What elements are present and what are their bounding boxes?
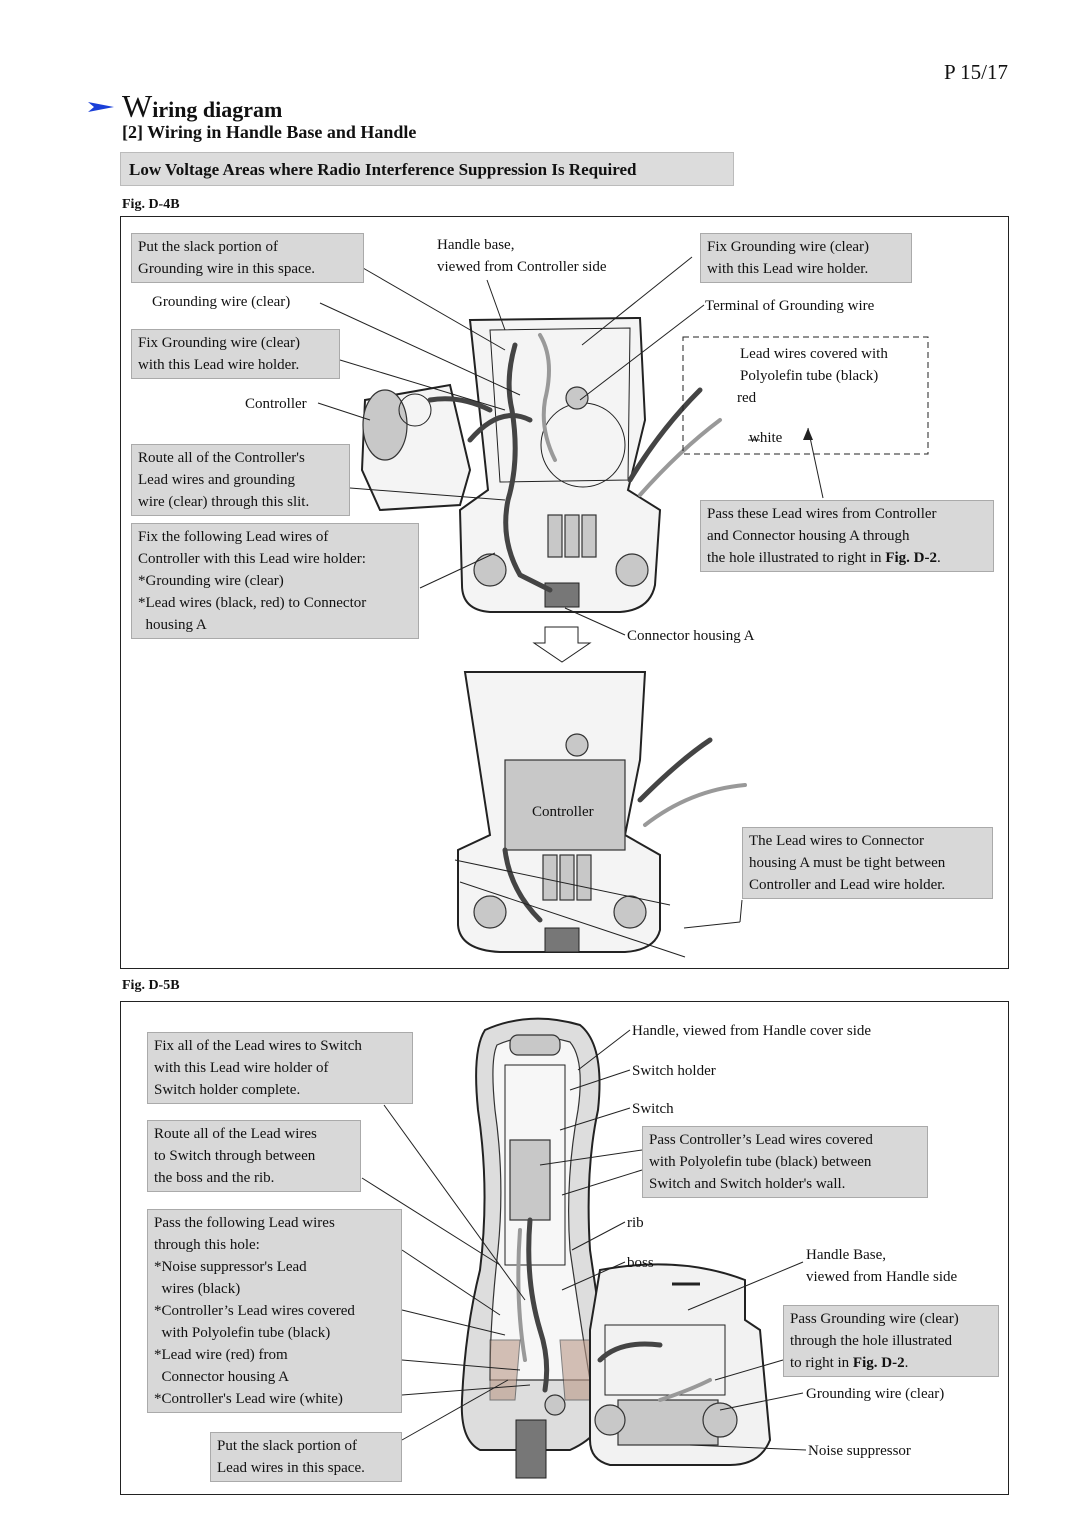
- down-arrow-icon: [532, 626, 592, 663]
- leader-lines-d4b: [317, 256, 824, 958]
- label-noise-suppressor: Noise suppressor: [808, 1443, 911, 1459]
- label-white: white: [749, 430, 783, 446]
- box-fix-grounding-left: Fix Grounding wire (clear)with this Lead…: [131, 329, 340, 379]
- label-handle-base: Handle base,viewed from Controller side: [437, 237, 607, 275]
- label-controller-lower: Controller: [532, 804, 594, 820]
- label-red: red: [737, 390, 757, 406]
- arrow-right-icon: [88, 101, 114, 112]
- title-row: Wiring diagram: [88, 88, 282, 125]
- label-terminal-grounding: Terminal of Grounding wire: [705, 298, 875, 314]
- leader-lines-d5b: [361, 1029, 807, 1451]
- label-handle-base-side: Handle Base,viewed from Handle side: [806, 1247, 958, 1285]
- handle-cover-drawing: [460, 1017, 612, 1479]
- label-handle-cover-side: Handle, viewed from Handle cover side: [632, 1023, 872, 1039]
- controller-upper: [360, 383, 493, 512]
- label-controller: Controller: [245, 396, 307, 412]
- label-grounding-wire-d5b: Grounding wire (clear): [806, 1386, 945, 1402]
- label-rib: rib: [627, 1215, 644, 1231]
- label-boss: boss: [627, 1255, 654, 1271]
- fig-d5b-frame: [120, 1001, 1009, 1495]
- handle-base-side-drawing: [589, 1263, 772, 1466]
- page-title: Wiring diagram: [122, 88, 283, 124]
- fig-d4b-frame: [120, 216, 1009, 969]
- box-fix-grounding-right: Fix Grounding wire (clear)with this Lead…: [700, 233, 912, 283]
- fig-d5b-label: Fig. D-5B: [122, 978, 180, 993]
- banner: Low Voltage Areas where Radio Interferen…: [120, 152, 734, 186]
- label-switch: Switch: [632, 1101, 674, 1117]
- label-connector-housing-a: Connector housing A: [627, 628, 755, 644]
- label-switch-holder: Switch holder: [632, 1063, 716, 1079]
- handle-base-lower: [457, 671, 747, 953]
- page-number: P 15/17: [944, 60, 1008, 84]
- handle-base-upper: [458, 316, 722, 613]
- fig-d4b-label: Fig. D-4B: [122, 197, 180, 212]
- section-subtitle: [2] Wiring in Handle Base and Handle: [122, 122, 417, 142]
- label-grounding-wire: Grounding wire (clear): [152, 294, 291, 310]
- box-pass-grounding-wire: Pass Grounding wire (clear)through the h…: [783, 1305, 999, 1377]
